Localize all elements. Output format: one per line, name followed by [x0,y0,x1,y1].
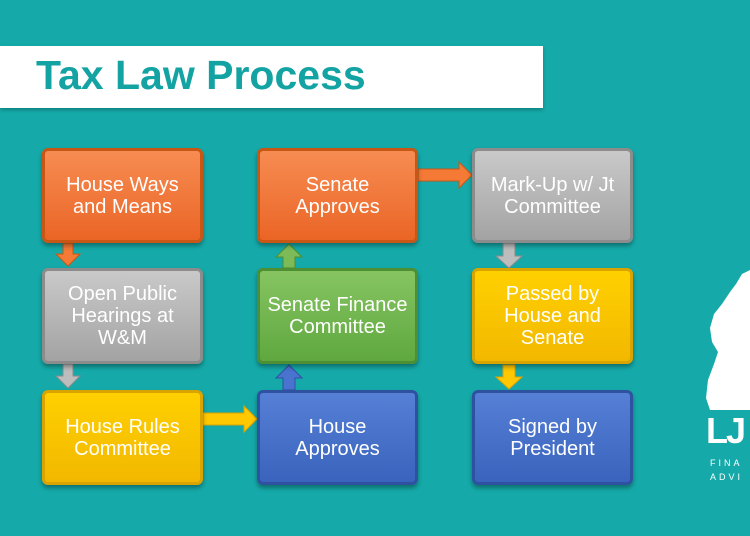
title-bar: Tax Law Process [0,46,543,108]
step-open-hearings: Open Public Hearings at W&M [42,268,203,364]
step-passed-both: Passed by House and Senate [472,268,633,364]
arrow-markup-to-passed [494,242,524,269]
arrow-senate-to-markup [417,160,473,190]
step-senate-finance: Senate Finance Committee [257,268,418,364]
logo-letters: LJ [706,410,746,451]
step-markup-jt: Mark-Up w/ Jt Committee [472,148,633,243]
step-house-ways-means: House Ways and Means [42,148,203,243]
arrow-finance-to-senate [274,243,304,269]
step-house-rules: House Rules Committee [42,390,203,485]
arrow-passed-to-signed [494,364,524,390]
logo-line-2: ADVI [710,472,744,482]
logo-line-1: FINA [710,458,743,468]
step-senate-approves: Senate Approves [257,148,418,243]
logo: LJ FINA ADVI [700,260,750,490]
step-house-approves: House Approves [257,390,418,485]
arrow-ways-to-hearings [54,242,82,267]
arrow-hearings-to-rules [54,363,82,389]
lion-icon [706,270,750,410]
arrow-rules-to-house [202,404,258,434]
arrow-house-to-finance [274,364,304,391]
page-title: Tax Law Process [36,52,366,98]
step-signed-president: Signed by President [472,390,633,485]
